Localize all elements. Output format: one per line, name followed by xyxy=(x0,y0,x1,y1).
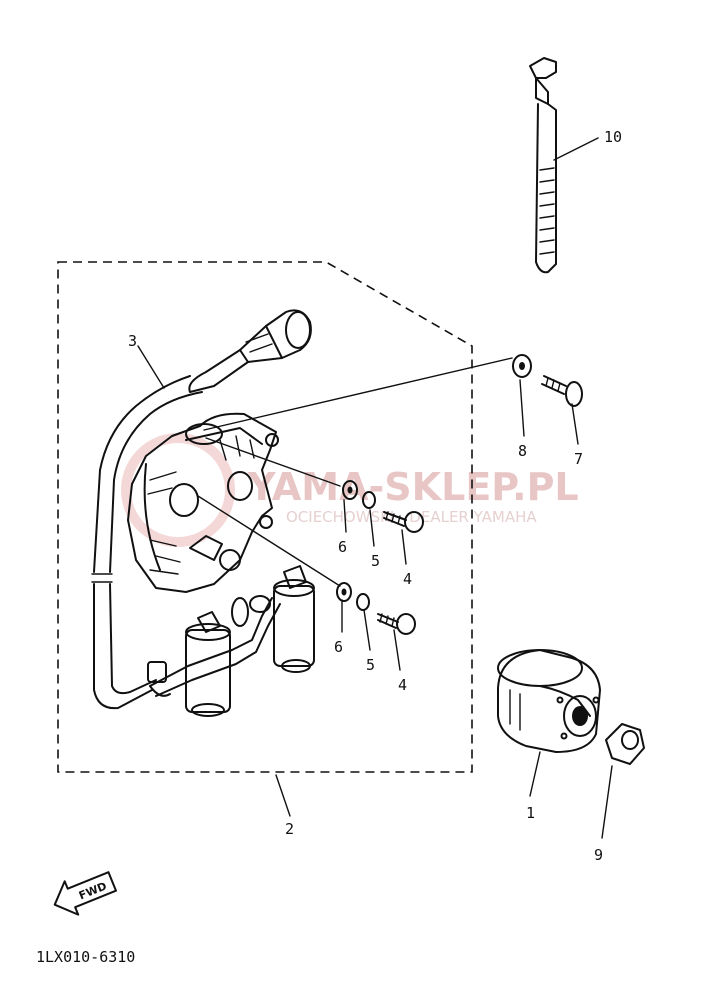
nut-part-9 xyxy=(605,723,645,765)
fwd-arrow-icon: FWD xyxy=(53,871,117,916)
callout-6-upper: 6 xyxy=(338,538,347,556)
leader-lines xyxy=(137,345,613,839)
callout-10: 10 xyxy=(604,128,622,146)
cable-tie-part-10 xyxy=(529,57,599,274)
callout-5-upper: 5 xyxy=(371,552,380,570)
callout-4-lower: 4 xyxy=(398,676,407,694)
callout-9: 9 xyxy=(594,846,603,864)
callout-4-upper: 4 xyxy=(403,570,412,588)
watermark-main-text: YAMA-SKLEP.PL xyxy=(247,465,579,509)
callouts: 1 2 3 4 4 5 5 6 6 7 8 9 10 xyxy=(128,128,622,864)
ignition-coils xyxy=(147,565,315,717)
callout-6-lower: 6 xyxy=(334,638,343,656)
watermark: YAMA-SKLEP.PL OCIECHOWSKI - DEALER YAMAH… xyxy=(121,433,579,547)
fasteners xyxy=(336,354,583,635)
drawing-code: 1LX010-6310 xyxy=(36,948,135,966)
callout-2: 2 xyxy=(285,820,294,838)
callout-8: 8 xyxy=(518,442,527,460)
stator-coil-assembly xyxy=(91,309,312,710)
watermark-sub-text: OCIECHOWSKI - DEALER YAMAHA xyxy=(286,508,537,526)
assembly-boundary xyxy=(57,261,473,773)
flywheel-part-1 xyxy=(497,649,601,753)
callout-1: 1 xyxy=(526,804,535,822)
callout-7: 7 xyxy=(574,450,583,468)
callout-3: 3 xyxy=(128,332,137,350)
callout-5-lower: 5 xyxy=(366,656,375,674)
